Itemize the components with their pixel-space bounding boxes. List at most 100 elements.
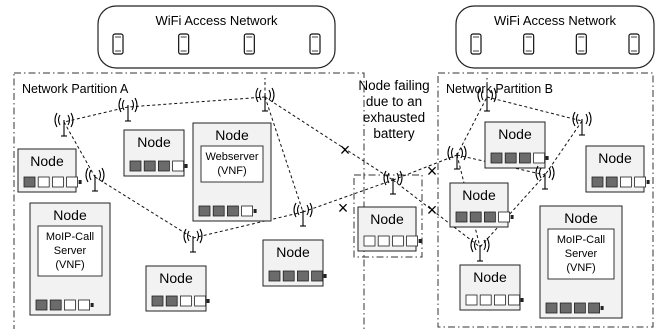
vnf-label: (VNF) xyxy=(55,259,84,271)
smartphone-icon xyxy=(470,33,482,55)
mesh-link xyxy=(456,154,481,248)
battery-cell xyxy=(212,205,225,217)
battery-cell xyxy=(52,176,64,188)
battery-icon xyxy=(363,235,422,247)
battery-icon xyxy=(591,176,650,188)
vnf-label: MoIP-Call xyxy=(46,231,94,243)
wifi-access-network-label: WiFi Access Network xyxy=(155,13,278,28)
failed-link xyxy=(264,96,394,181)
node-box: Node xyxy=(357,206,422,252)
battery-icon xyxy=(465,294,524,306)
battery-cell xyxy=(172,160,185,172)
failed-link xyxy=(392,154,458,181)
battery-icon xyxy=(23,176,82,188)
battery-cell xyxy=(23,176,36,188)
node-label: Node xyxy=(370,211,404,227)
vnf-label: Server xyxy=(565,248,598,260)
failure-annotation-line: due to an xyxy=(366,94,422,109)
mesh-link xyxy=(127,96,266,108)
failed-link xyxy=(302,179,394,213)
battery-cell xyxy=(268,270,281,282)
battery-tip xyxy=(78,180,82,184)
node-box: Node xyxy=(145,265,210,312)
battery-tip xyxy=(600,306,604,310)
node-label: Node xyxy=(159,270,193,286)
failure-annotation-line: Node failing xyxy=(358,78,429,93)
node-label: Node xyxy=(462,187,496,203)
antennas-layer xyxy=(54,87,592,262)
partition-border xyxy=(437,72,654,328)
battery-cell xyxy=(66,176,78,188)
antenna-icon xyxy=(572,111,592,136)
battery-tip xyxy=(206,299,210,303)
mesh-link xyxy=(544,120,583,176)
battery-cell xyxy=(519,152,531,164)
vnf-label: Webserver xyxy=(206,151,259,163)
vnf-label: MoIP-Call xyxy=(557,234,605,246)
battery-cell xyxy=(455,211,468,223)
battery-cell xyxy=(49,299,62,311)
battery-tip xyxy=(253,209,257,213)
battery-cell xyxy=(588,302,600,314)
battery-icon xyxy=(129,160,188,172)
battery-cell xyxy=(157,160,170,172)
smartphone-icon xyxy=(309,33,321,55)
battery-tip xyxy=(184,164,188,168)
antenna-icon xyxy=(85,167,105,192)
antenna-icon xyxy=(54,112,74,137)
node-label: Node xyxy=(498,126,532,142)
failed-link-x-icon: × xyxy=(340,140,351,160)
battery-cell xyxy=(620,176,632,188)
battery-cell xyxy=(479,294,492,306)
battery-icon xyxy=(490,152,549,164)
vnf-box xyxy=(547,228,615,280)
battery-tip xyxy=(90,303,94,307)
vnf-box xyxy=(37,225,103,277)
partition-label: Network Partition A xyxy=(22,82,129,96)
links-layer xyxy=(63,78,583,248)
battery-cell xyxy=(545,302,558,314)
antenna-icon xyxy=(535,165,555,190)
node-label: Node xyxy=(598,150,632,166)
node-label: Node xyxy=(276,244,310,260)
battery-cell xyxy=(37,176,50,188)
mesh-link xyxy=(486,96,583,122)
smartphone-icon xyxy=(112,33,124,55)
battery-cell xyxy=(574,302,586,314)
partition-border xyxy=(13,72,365,329)
battery-cell xyxy=(391,235,404,247)
node-box: Node xyxy=(262,239,327,287)
battery-icon xyxy=(35,299,94,311)
battery-cell xyxy=(508,294,521,306)
battery-cell xyxy=(498,211,511,223)
battery-tip xyxy=(520,298,524,302)
mesh-link xyxy=(94,176,194,239)
antenna-icon xyxy=(255,87,275,112)
node-box: Node xyxy=(484,121,549,169)
battery-cell xyxy=(493,294,506,306)
battery-cell xyxy=(241,205,254,217)
battery-icon xyxy=(198,205,257,217)
node-box: Node xyxy=(459,264,524,311)
failed-link xyxy=(392,179,481,248)
antenna-icon xyxy=(447,145,467,170)
battery-cell xyxy=(377,235,390,247)
battery-cell xyxy=(198,205,211,217)
antenna-icon xyxy=(477,87,497,112)
mesh-link xyxy=(63,106,129,123)
battery-tip xyxy=(545,156,549,160)
node-label: Node xyxy=(137,134,171,150)
battery-cell xyxy=(64,299,76,311)
wifi-access-network-label: WiFi Access Network xyxy=(494,13,617,28)
battery-cell xyxy=(226,205,239,217)
node-box: Node xyxy=(449,182,514,228)
mesh-link xyxy=(192,211,304,239)
smartphone-icon xyxy=(523,33,535,55)
battery-tip xyxy=(510,215,514,219)
wifi-access-network-cloud xyxy=(97,5,336,69)
battery-icon xyxy=(151,295,210,307)
battery-cell xyxy=(559,302,572,314)
